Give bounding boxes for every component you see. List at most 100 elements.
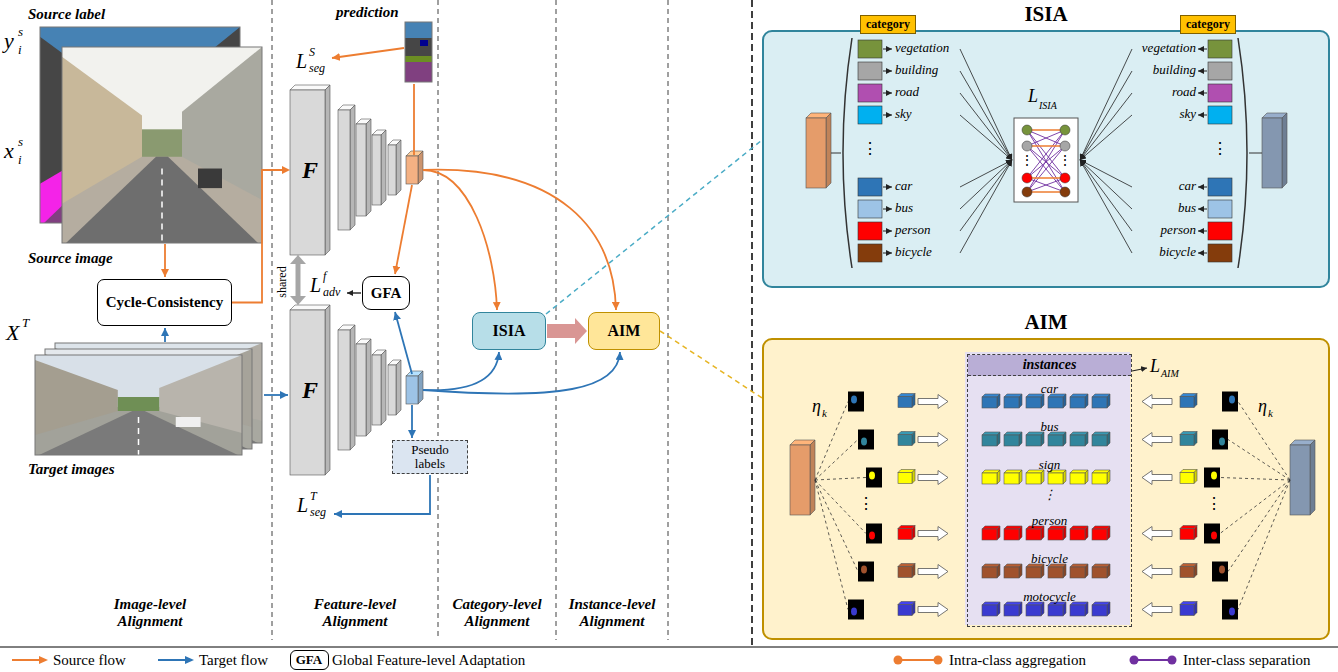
aim-illustration	[1180, 529, 1194, 540]
target-image	[159, 355, 242, 433]
target-flow	[164, 328, 166, 342]
aim-illustration	[1180, 473, 1194, 484]
network-layer	[338, 330, 350, 450]
isia-illustration	[883, 231, 892, 232]
aim-illustration	[851, 608, 857, 616]
network-layer	[325, 305, 330, 475]
aim-box: AIM	[588, 312, 660, 350]
aim-illustration	[1092, 473, 1107, 484]
instance-class: ⋮	[968, 487, 1131, 502]
math-symbol: AIM	[1161, 368, 1179, 380]
aim-illustration	[918, 433, 948, 447]
math-symbol: L	[1028, 86, 1038, 107]
aim-panel: instancescarbussign⋮personbicyclemotocyc…	[762, 338, 1330, 640]
isia-illustration	[883, 253, 892, 254]
math-symbol: i	[18, 43, 22, 58]
network-layer	[366, 119, 371, 216]
math-symbol: adv	[323, 286, 340, 300]
target-flow	[165, 312, 620, 514]
category-name: vegetation	[895, 41, 949, 56]
isia-illustration	[1208, 244, 1232, 262]
legend-sample	[934, 656, 943, 665]
prediction-map	[405, 22, 432, 82]
node-label: GFA	[296, 652, 322, 668]
network-layer	[418, 371, 423, 404]
loss-arrow	[347, 292, 361, 293]
legend-sample	[898, 659, 938, 661]
isia-illustration	[1208, 178, 1232, 196]
aim-illustration	[1019, 432, 1022, 446]
cycle-consistency-box: Cycle-Consistency	[97, 279, 232, 326]
aim-illustration	[1092, 435, 1107, 446]
network-layer	[350, 105, 355, 230]
stage-separator	[438, 478, 439, 640]
aim-illustration	[1041, 564, 1044, 578]
isia-illustration	[960, 160, 1012, 253]
aim-illustration	[1194, 432, 1197, 446]
math-symbol: L	[310, 274, 321, 297]
prediction-map	[405, 56, 432, 62]
aim-illustration	[1026, 435, 1041, 446]
network-layer	[372, 355, 381, 425]
target-flow	[334, 475, 430, 514]
category-tag: category	[1180, 15, 1236, 34]
aim-illustration	[1310, 440, 1315, 515]
aim-illustration	[1107, 602, 1110, 616]
legend-item: Inter-class separation	[1128, 650, 1311, 670]
aim-illustration	[1048, 605, 1063, 616]
aim-illustration	[1048, 567, 1063, 578]
source-image	[62, 47, 262, 243]
panel-fill	[965, 352, 1130, 625]
aim-illustration	[1004, 397, 1019, 408]
aim-illustration	[898, 567, 912, 578]
network-layer	[290, 310, 325, 475]
aim-illustration	[1142, 471, 1172, 485]
stage-separator	[751, 0, 753, 645]
node-label: F	[302, 377, 318, 404]
network-layer	[406, 376, 418, 404]
aim-illustration	[1219, 566, 1225, 574]
isia-illustration	[883, 209, 892, 210]
aim-illustration	[1085, 602, 1088, 616]
aim-illustration	[815, 478, 866, 481]
aim-illustration	[815, 480, 848, 610]
isia-illustration	[1027, 129, 1065, 131]
target-image	[35, 355, 242, 455]
aim-illustration	[997, 394, 1000, 408]
target-flow	[411, 405, 413, 438]
isia-illustration	[1208, 222, 1232, 240]
math-symbol: ⋮	[1206, 495, 1222, 513]
legend-sample	[1168, 656, 1177, 665]
isia-illustration	[1198, 231, 1207, 232]
isia-illustration	[1027, 130, 1065, 146]
node-label: GFA	[371, 285, 402, 302]
isia-illustration	[1208, 200, 1232, 218]
encoder-network: F	[290, 305, 330, 475]
aim-illustration	[1063, 526, 1066, 540]
legend-item: Target flow	[156, 650, 268, 670]
aim-illustration	[869, 532, 875, 540]
aim-illustration	[1048, 435, 1063, 446]
aim-illustration	[1092, 605, 1107, 616]
aim-illustration	[982, 605, 997, 616]
encoder-network: F	[290, 85, 330, 255]
network-layer	[290, 90, 325, 255]
aim-illustration	[1107, 394, 1110, 408]
aim-illustration	[918, 527, 948, 541]
aim-illustration	[1222, 392, 1238, 412]
legend-text: Target flow	[199, 652, 268, 669]
aim-illustration	[1019, 470, 1022, 484]
isia-illustration	[858, 106, 882, 124]
math-symbol: s	[18, 25, 23, 40]
aim-illustration	[912, 470, 915, 484]
aim-illustration	[1211, 532, 1217, 540]
network-layer	[350, 325, 355, 450]
gfa-box: GFA	[362, 276, 410, 310]
aim-illustration	[1107, 470, 1110, 484]
aim-illustration	[898, 397, 912, 408]
loss-arrow	[1132, 368, 1147, 371]
isia-illustration	[960, 160, 1012, 209]
stage-separator	[556, 0, 557, 640]
legend-sample	[1128, 653, 1178, 667]
